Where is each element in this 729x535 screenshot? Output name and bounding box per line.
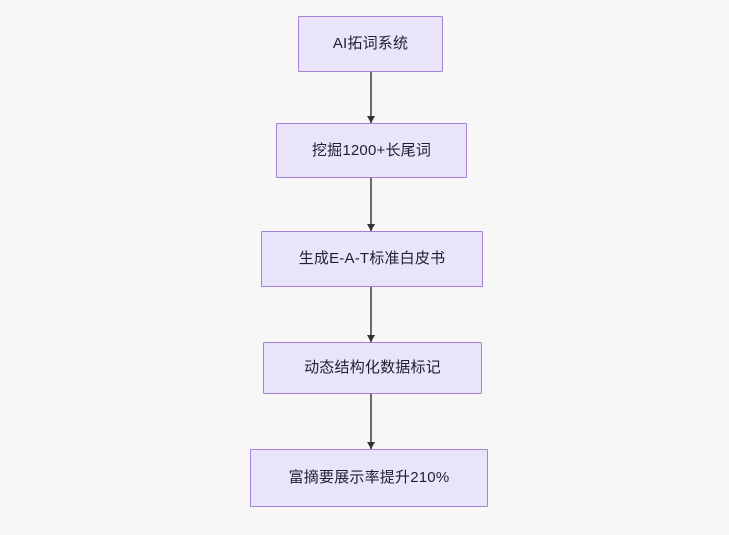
flow-node-3-label: 生成E-A-T标准白皮书 <box>298 250 446 267</box>
flow-node-3[interactable]: 生成E-A-T标准白皮书 <box>261 231 483 287</box>
arrow-down-icon <box>366 441 375 449</box>
flow-node-5-label: 富摘要展示率提升210% <box>288 469 450 486</box>
flow-node-1-label: AI拓词系统 <box>332 35 409 52</box>
flow-node-5[interactable]: 富摘要展示率提升210% <box>250 449 488 507</box>
flow-edge-1-line <box>370 72 372 123</box>
flow-node-2-label: 挖掘1200+长尾词 <box>311 141 432 159</box>
arrow-down-icon <box>366 223 375 231</box>
flow-edge-1 <box>366 72 375 123</box>
flow-node-4[interactable]: 动态结构化数据标记 <box>263 342 482 394</box>
flow-edge-3-line <box>370 287 372 342</box>
flow-node-2[interactable]: 挖掘1200+长尾词 <box>276 123 467 178</box>
flow-node-4-label: 动态结构化数据标记 <box>304 359 441 376</box>
flow-node-1[interactable]: AI拓词系统 <box>298 16 443 72</box>
flow-edge-2-line <box>370 178 372 231</box>
flow-edge-4 <box>366 394 375 449</box>
flow-edge-2 <box>366 178 375 231</box>
arrow-down-icon <box>366 334 375 342</box>
flow-edge-4-line <box>370 394 372 449</box>
flow-edge-3 <box>366 287 375 342</box>
arrow-down-icon <box>366 115 375 123</box>
